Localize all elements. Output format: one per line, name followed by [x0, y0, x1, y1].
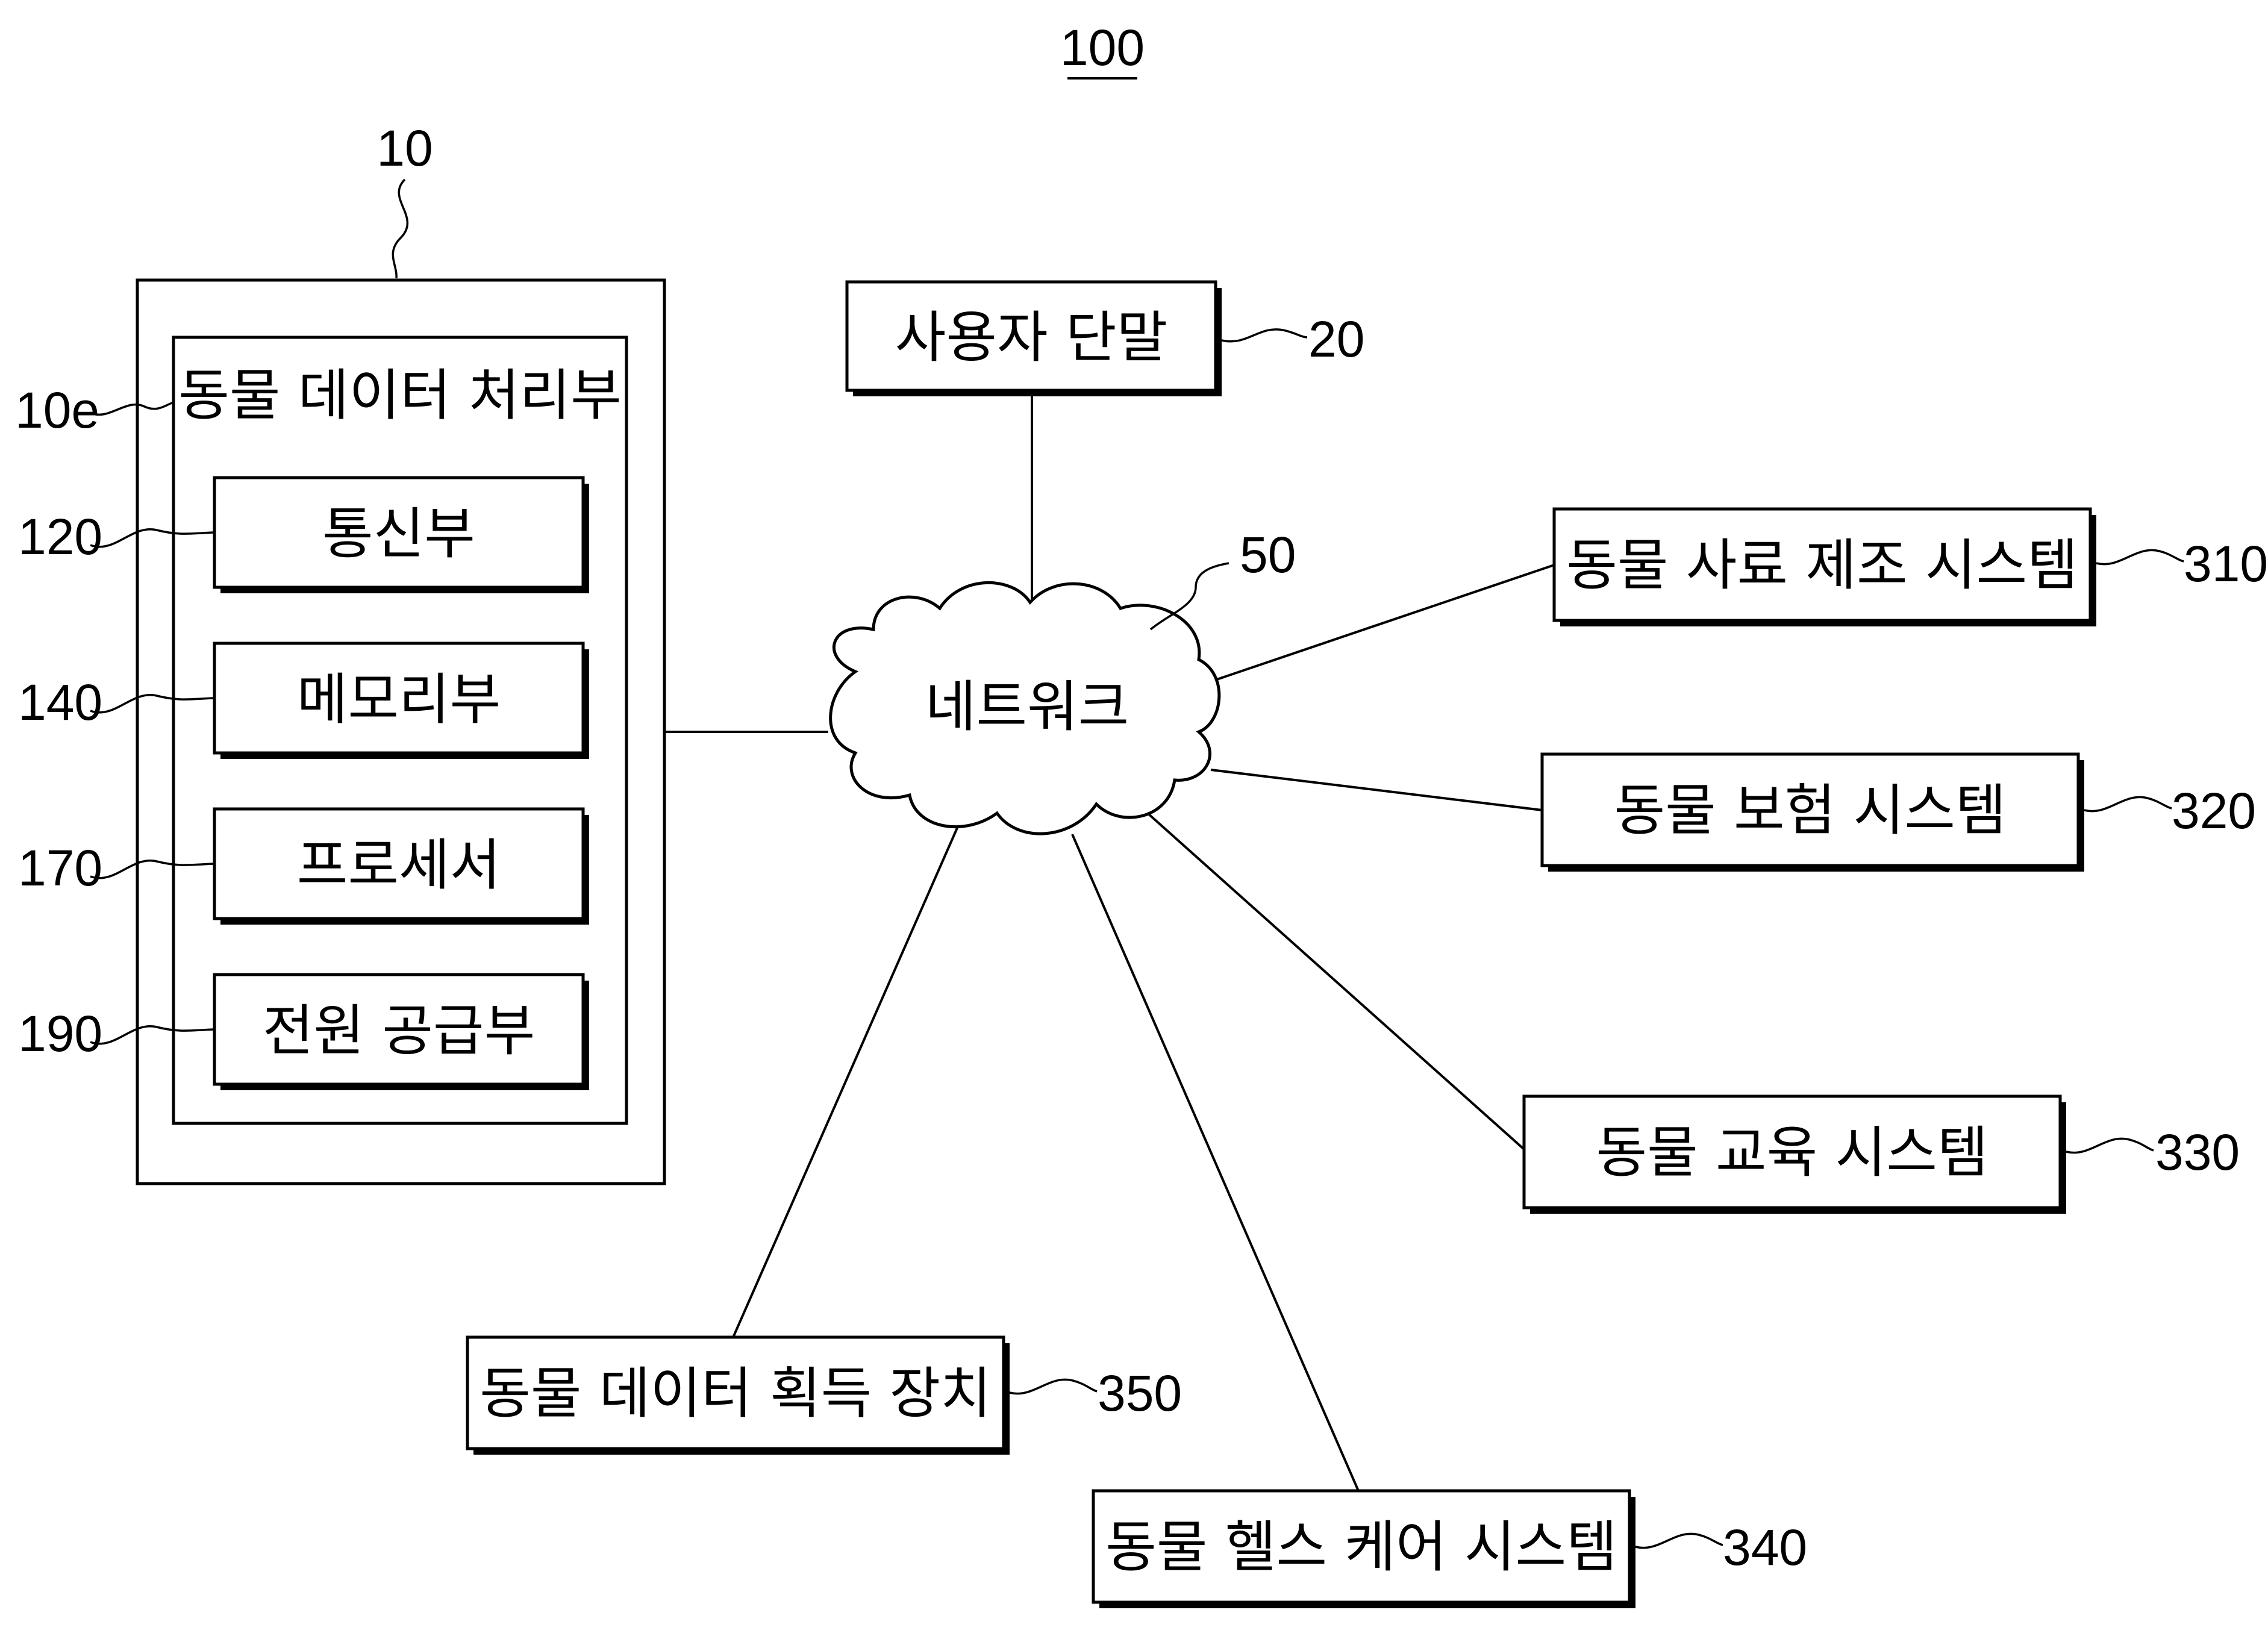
- module-box-memory: [213, 641, 585, 755]
- user-terminal-label: 사용자 단말: [895, 305, 1167, 370]
- link-network-310: [1216, 564, 1555, 681]
- module-ref-memory: 140: [18, 674, 102, 731]
- processor-unit-label: 동물 데이터 처리부: [178, 363, 622, 428]
- device-ref: 10: [376, 120, 433, 176]
- module-leader-communication: [90, 528, 215, 548]
- system-ref-320: 320: [2172, 782, 2256, 839]
- system-label-310: 동물 사료 제조 시스템: [1566, 533, 2078, 598]
- system-leader-320: [2084, 796, 2172, 813]
- processor-unit-leader: [90, 401, 174, 416]
- network-leader: [1149, 562, 1229, 631]
- module-label-processor: 프로세서: [297, 833, 501, 897]
- system-ref-330: 330: [2155, 1124, 2240, 1181]
- module-box-communication: [213, 476, 585, 589]
- link-network-320: [1210, 769, 1543, 811]
- figure-number: 100: [1060, 19, 1145, 76]
- system-leader-310: [2096, 549, 2184, 566]
- network-label: 네트워크: [925, 675, 1129, 739]
- module-ref-power: 190: [18, 1005, 102, 1062]
- system-label-320: 동물 보험 시스템: [1614, 778, 2007, 843]
- system-box-310: [1552, 507, 2092, 622]
- system-leader-350: [1009, 1378, 1098, 1395]
- network-ref: 50: [1240, 526, 1296, 583]
- system-ref-350: 350: [1098, 1365, 1182, 1422]
- system-box-330: [1522, 1094, 2062, 1210]
- module-label-communication: 통신부: [322, 502, 475, 566]
- system-box-350: [466, 1335, 1005, 1450]
- link-network-350: [733, 810, 966, 1337]
- system-box-320: [1540, 752, 2080, 867]
- user-terminal-ref: 20: [1308, 311, 1364, 367]
- processor-unit-ref: 10e: [15, 382, 99, 439]
- user-terminal-box: [845, 280, 1217, 392]
- module-ref-communication: 120: [18, 508, 102, 565]
- module-leader-memory: [90, 693, 215, 714]
- system-ref-340: 340: [1723, 1519, 1807, 1576]
- system-ref-310: 310: [2184, 535, 2268, 592]
- system-label-330: 동물 교육 시스템: [1596, 1120, 1988, 1185]
- user-terminal-leader: [1221, 328, 1308, 343]
- module-leader-power: [90, 1025, 215, 1045]
- system-leader-330: [2066, 1137, 2154, 1154]
- device-leader: [392, 178, 409, 279]
- module-label-power: 전원 공급부: [263, 999, 535, 1063]
- system-label-350: 동물 데이터 획득 장치: [480, 1361, 992, 1426]
- system-leader-340: [1635, 1532, 1723, 1549]
- system-label-340: 동물 헬스 케어 시스템: [1105, 1515, 1617, 1579]
- module-ref-processor: 170: [18, 840, 102, 896]
- module-leader-processor: [90, 859, 215, 879]
- link-network-330: [1146, 812, 1525, 1150]
- network-cloud: [829, 581, 1221, 835]
- link-network-340: [1071, 834, 1360, 1491]
- system-box-340: [1092, 1489, 1631, 1604]
- module-label-memory: 메모리부: [297, 667, 501, 732]
- module-box-power: [213, 973, 585, 1086]
